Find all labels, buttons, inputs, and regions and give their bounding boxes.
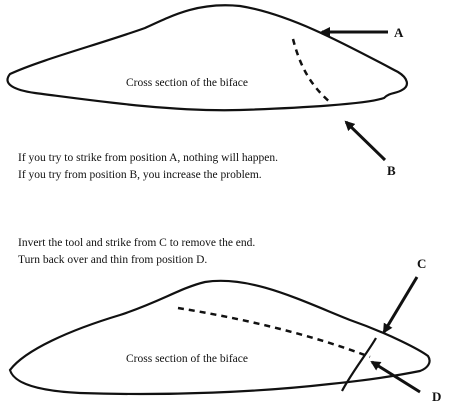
bottom-fracture-line-dashed xyxy=(177,306,371,359)
top-biface-outline xyxy=(6,4,408,112)
label-c: C xyxy=(417,256,426,271)
arrow-c-icon xyxy=(382,276,419,334)
arrow-d-icon xyxy=(370,360,421,394)
caption-line: Invert the tool and strike from C to rem… xyxy=(18,237,256,249)
bottom-biface-outline xyxy=(8,279,431,396)
bottom-biface: Cross section of the biface C D xyxy=(8,256,441,404)
bottom-section-label: Cross section of the biface xyxy=(126,353,248,365)
top-section-label: Cross section of the biface xyxy=(126,77,248,89)
top-captions: If you try to strike from position A, no… xyxy=(18,150,278,184)
top-fracture-line-dashed xyxy=(291,38,332,104)
label-a: A xyxy=(394,25,404,40)
arrow-b-icon xyxy=(344,120,387,162)
bottom-removal-line xyxy=(341,337,377,392)
top-biface: Cross section of the biface A B xyxy=(6,4,408,178)
caption-line: Turn back over and thin from position D. xyxy=(18,254,208,266)
caption-line: If you try to strike from position A, no… xyxy=(18,152,279,164)
label-b: B xyxy=(387,163,396,178)
bottom-captions: Invert the tool and strike from C to rem… xyxy=(18,235,255,269)
caption-line: If you try from position B, you increase… xyxy=(18,169,262,181)
label-d: D xyxy=(432,389,441,404)
